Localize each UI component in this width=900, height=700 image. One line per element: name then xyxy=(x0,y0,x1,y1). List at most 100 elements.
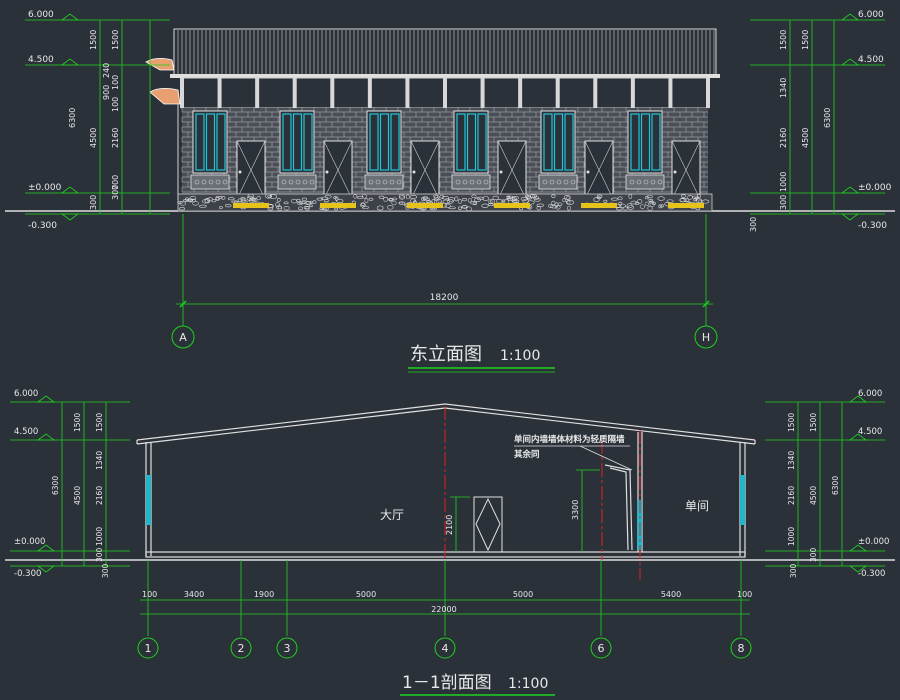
level-label: -0.300 xyxy=(858,221,887,231)
dim-text: 300 xyxy=(789,563,798,578)
dim-text: 18200 xyxy=(430,293,459,303)
axis-bubble: 6 xyxy=(590,637,612,659)
svg-text:其余同: 其余同 xyxy=(514,449,540,460)
section-left-dimensions: 6.000 4.500 ±0.000 -0.300 1500 1340 2160… xyxy=(10,389,130,579)
dim-text: 300 xyxy=(809,547,818,562)
dim-text: 22000 xyxy=(431,605,456,614)
axis-bubble: 4 xyxy=(434,637,456,659)
dim-text: 6300 xyxy=(823,108,832,128)
dim-text: 4500 xyxy=(801,128,810,148)
drawing-title: 1－1剖面图 xyxy=(402,673,492,693)
level-label: 4.500 xyxy=(14,427,38,437)
section-roof xyxy=(136,403,756,445)
section-note: 单间内墙墙体材料为轻质隔墙 其余同 xyxy=(514,434,633,471)
elevation-view: 6.000 4.500 ±0.000 -0.300 1500 100 900 2… xyxy=(5,10,895,373)
dim-text: 5000 xyxy=(513,590,533,599)
dim-text: 240 xyxy=(102,63,111,78)
dim-text: 2160 xyxy=(779,128,788,148)
dim-text: 1340 xyxy=(787,451,796,470)
elevation-roof xyxy=(170,28,720,78)
dim-text: 2100 xyxy=(445,515,454,535)
svg-text:3: 3 xyxy=(284,642,291,655)
dim-text: 1500 xyxy=(809,413,818,432)
brick-wall xyxy=(181,107,708,194)
door xyxy=(584,140,614,200)
dim-text: 1340 xyxy=(779,78,788,98)
room-label-hall: 大厅 xyxy=(380,508,404,522)
level-label: ±0.000 xyxy=(14,537,45,547)
elevation-bays xyxy=(190,110,701,200)
window xyxy=(625,110,665,190)
door xyxy=(410,140,440,200)
level-label: ±0.000 xyxy=(858,183,892,193)
dim-text: 5400 xyxy=(661,590,681,599)
window xyxy=(364,110,404,190)
level-label: -0.300 xyxy=(858,569,885,579)
dim-text: 1500 xyxy=(801,30,810,50)
dim-text: 2160 xyxy=(787,486,796,505)
svg-text:8: 8 xyxy=(738,642,745,655)
dim-text: 1500 xyxy=(89,30,98,50)
dim-text: 100 xyxy=(737,590,752,599)
svg-text:单间内墙墙体材料为轻质隔墙: 单间内墙墙体材料为轻质隔墙 xyxy=(514,434,625,445)
elevation-right-dimensions: 6.000 4.500 ±0.000 -0.300 1500 1340 2160… xyxy=(749,10,892,232)
section-title: 1－1剖面图 1:100 xyxy=(400,673,555,696)
dim-text: 300 xyxy=(89,195,98,210)
dim-text: 1000 xyxy=(787,527,796,546)
svg-text:6: 6 xyxy=(598,642,605,655)
elevation-width-dimension: 18200 xyxy=(176,214,713,326)
dim-text: 6300 xyxy=(831,476,840,495)
dim-text: 4500 xyxy=(809,486,818,505)
axis-bubble: 3 xyxy=(276,637,298,659)
internal-dims xyxy=(450,469,600,552)
dim-text: 100 xyxy=(111,97,120,112)
level-label: 6.000 xyxy=(858,10,884,20)
level-label: -0.300 xyxy=(14,569,41,579)
drawing-scale: 1:100 xyxy=(500,348,540,364)
section-window xyxy=(146,475,151,525)
window xyxy=(277,110,317,190)
dim-text: 5000 xyxy=(356,590,376,599)
dim-text: 300 xyxy=(95,547,104,562)
door xyxy=(236,140,266,200)
section-view: 大厅 单间 单间内墙墙体材料为轻质隔墙 其余同 2100 3300 xyxy=(5,389,895,696)
section-right-dimensions: 6.000 4.500 ±0.000 -0.300 1500 1340 2160… xyxy=(765,389,889,579)
dim-text: 6300 xyxy=(68,108,77,128)
dim-text: 1500 xyxy=(95,413,104,432)
level-label: 4.500 xyxy=(858,55,884,65)
room-label-single: 单间 xyxy=(685,499,709,513)
door xyxy=(671,140,701,200)
axis-bubble: 8 xyxy=(730,637,752,659)
axis-bubble-h: H xyxy=(694,325,718,349)
dim-text: 2160 xyxy=(95,486,104,505)
drawing-title: 东立面图 xyxy=(410,344,482,365)
dim-text: 1500 xyxy=(779,30,788,50)
dim-text: 1000 xyxy=(95,527,104,546)
dim-text: 4500 xyxy=(73,486,82,505)
dim-text: 1340 xyxy=(95,451,104,470)
axis-bubble: 1 xyxy=(137,637,159,659)
dim-text: 300 xyxy=(779,195,788,210)
svg-text:1: 1 xyxy=(145,642,152,655)
svg-text:H: H xyxy=(702,331,710,344)
section-window xyxy=(740,475,745,525)
dim-text: 1500 xyxy=(73,413,82,432)
axis-bubble: 2 xyxy=(230,637,252,659)
level-label: 4.500 xyxy=(858,427,882,437)
level-label: 4.500 xyxy=(28,55,54,65)
dim-text: 1500 xyxy=(787,413,796,432)
section-axis-bubbles: 1 2 3 4 6 8 xyxy=(137,637,752,659)
svg-text:2: 2 xyxy=(238,642,245,655)
window xyxy=(538,110,578,190)
dim-text: 6300 xyxy=(51,476,60,495)
dim-text: 700 xyxy=(111,175,120,190)
door xyxy=(497,140,527,200)
axis-bubble-a: A xyxy=(171,325,195,349)
dim-text: 1500 xyxy=(111,30,120,50)
level-label: ±0.000 xyxy=(858,537,889,547)
drawing-scale: 1:100 xyxy=(508,676,548,692)
elevation-title: 东立面图 1:100 xyxy=(408,344,555,373)
dim-text: 2160 xyxy=(111,128,120,148)
stone-plinth xyxy=(177,193,713,212)
